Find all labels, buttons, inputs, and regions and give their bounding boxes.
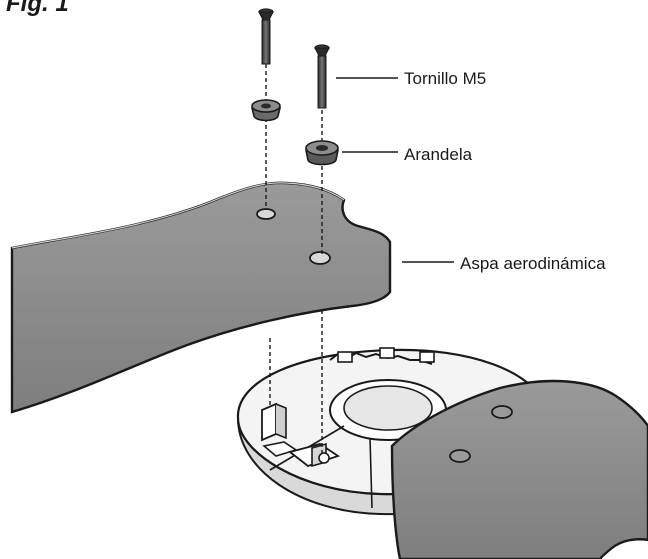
alignment-lines	[265, 64, 323, 454]
hub-tab-left	[337, 351, 353, 363]
attached-blade	[390, 379, 648, 559]
aerodynamic-blade	[10, 181, 392, 414]
hub-tab-right	[419, 351, 435, 363]
washer-left	[251, 99, 281, 122]
blade-edge-highlight	[11, 182, 345, 249]
hub-tab-mid	[379, 347, 395, 359]
screw-left	[258, 8, 274, 65]
callout-blade: Aspa aerodinámica	[460, 254, 606, 273]
blade-hole-left	[256, 208, 276, 220]
hub-center-cap	[343, 385, 433, 431]
callout-washer: Arandela	[404, 145, 473, 164]
figure-title: Fig. 1	[6, 0, 69, 17]
callout-screw: Tornillo M5	[404, 69, 487, 88]
mount-slot-left	[261, 402, 298, 457]
attached-blade-hole-bottom	[449, 449, 471, 463]
blade-hole-right	[309, 251, 331, 265]
attached-blade-hole-top	[491, 405, 513, 419]
washer-right	[305, 140, 339, 166]
mount-slot-right	[288, 442, 341, 468]
screw-right	[314, 44, 330, 109]
leader-lines	[336, 77, 454, 263]
